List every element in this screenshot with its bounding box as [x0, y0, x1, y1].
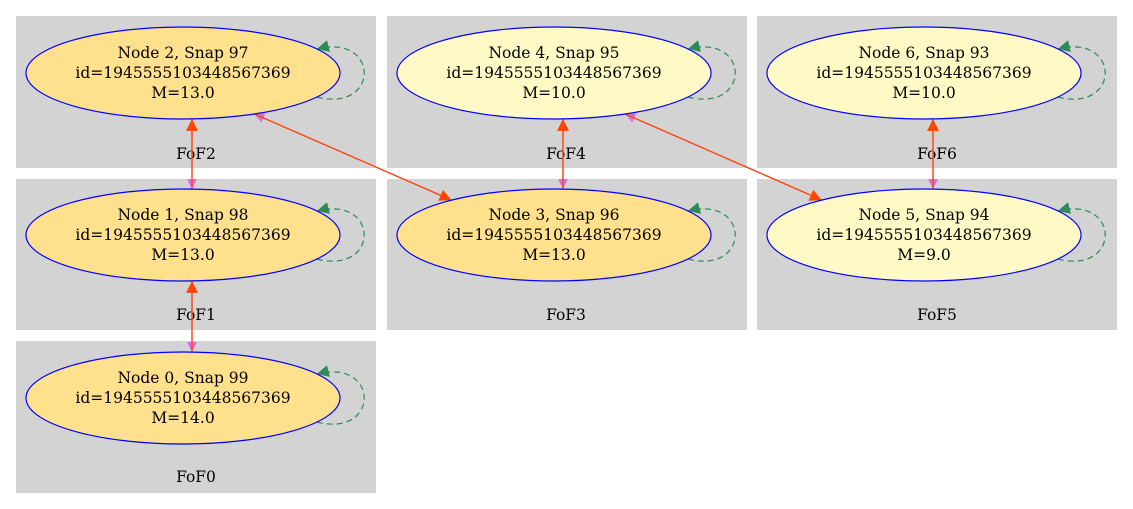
node-ellipse	[25, 188, 341, 282]
node-layer: Node 0, Snap 99id=1945555103448567369M=1…	[25, 26, 1082, 445]
cluster-label: FoF1	[176, 306, 216, 324]
tree-node-n4[interactable]: Node 4, Snap 95 id=1945555103448567369M=1…	[396, 26, 712, 120]
self-loop-edge-n4	[687, 40, 736, 100]
node-ellipse	[25, 26, 341, 120]
node-ellipse	[766, 188, 1082, 282]
node-line1: Node 2, Snap 97	[117, 44, 248, 62]
node-line2: id=1945555103448567369	[816, 226, 1031, 244]
node-line1: Node 1, Snap 98	[117, 206, 248, 224]
node-line3: M=14.0	[151, 409, 214, 427]
progenitor-edge-n2-n3	[254, 113, 452, 201]
node-line2: id=1945555103448567369	[75, 64, 290, 82]
node-ellipse	[396, 26, 712, 120]
node-ellipse	[396, 188, 712, 282]
node-line1: Node 6, Snap 93	[858, 44, 989, 62]
self-loop-edge-n5	[1057, 202, 1106, 262]
node-ellipse	[766, 26, 1082, 120]
node-line1: Node 4, Snap 95	[488, 44, 619, 62]
cluster-label: FoF3	[546, 306, 586, 324]
node-line3: M=10.0	[892, 84, 955, 102]
self-loop-edge-n1	[316, 202, 365, 262]
tree-node-n3[interactable]: Node 3, Snap 96 id=1945555103448567369M=1…	[396, 188, 712, 282]
cluster-label: FoF6	[917, 145, 957, 163]
node-line2: id=1945555103448567369	[75, 226, 290, 244]
tree-node-n6[interactable]: Node 6, Snap 93 id=1945555103448567369M=1…	[766, 26, 1082, 120]
node-ellipse	[25, 351, 341, 445]
node-line1: Node 0, Snap 99	[117, 369, 248, 387]
node-line2: id=1945555103448567369	[446, 64, 661, 82]
cluster-label: FoF2	[176, 145, 216, 163]
tree-node-n1[interactable]: Node 1, Snap 98 id=1945555103448567369M=1…	[25, 188, 341, 282]
node-line3: M=13.0	[151, 84, 214, 102]
node-line2: id=1945555103448567369	[446, 226, 661, 244]
tree-node-n0[interactable]: Node 0, Snap 99 id=1945555103448567369M=1…	[25, 351, 341, 445]
cluster-label: FoF0	[176, 468, 216, 486]
self-loop-edge-n6	[1057, 40, 1106, 100]
progenitor-edge-n4-n5	[624, 113, 823, 201]
node-line1: Node 3, Snap 96	[488, 206, 619, 224]
node-line3: M=9.0	[897, 246, 951, 264]
self-loop-edge-n0	[316, 365, 365, 425]
self-loop-edge-n3	[687, 202, 736, 262]
node-line1: Node 5, Snap 94	[858, 206, 989, 224]
tree-node-n5[interactable]: Node 5, Snap 94 id=1945555103448567369M=9…	[766, 188, 1082, 282]
node-line3: M=10.0	[522, 84, 585, 102]
tree-node-n2[interactable]: Node 2, Snap 97 id=1945555103448567369M=1…	[25, 26, 341, 120]
node-line3: M=13.0	[151, 246, 214, 264]
node-line2: id=1945555103448567369	[816, 64, 1031, 82]
node-line3: M=13.0	[522, 246, 585, 264]
node-line2: id=1945555103448567369	[75, 389, 290, 407]
self-loop-edge-n2	[316, 40, 365, 100]
cluster-label: FoF5	[917, 306, 957, 324]
edge-layer	[186, 40, 1106, 425]
cluster-label: FoF4	[546, 145, 586, 163]
